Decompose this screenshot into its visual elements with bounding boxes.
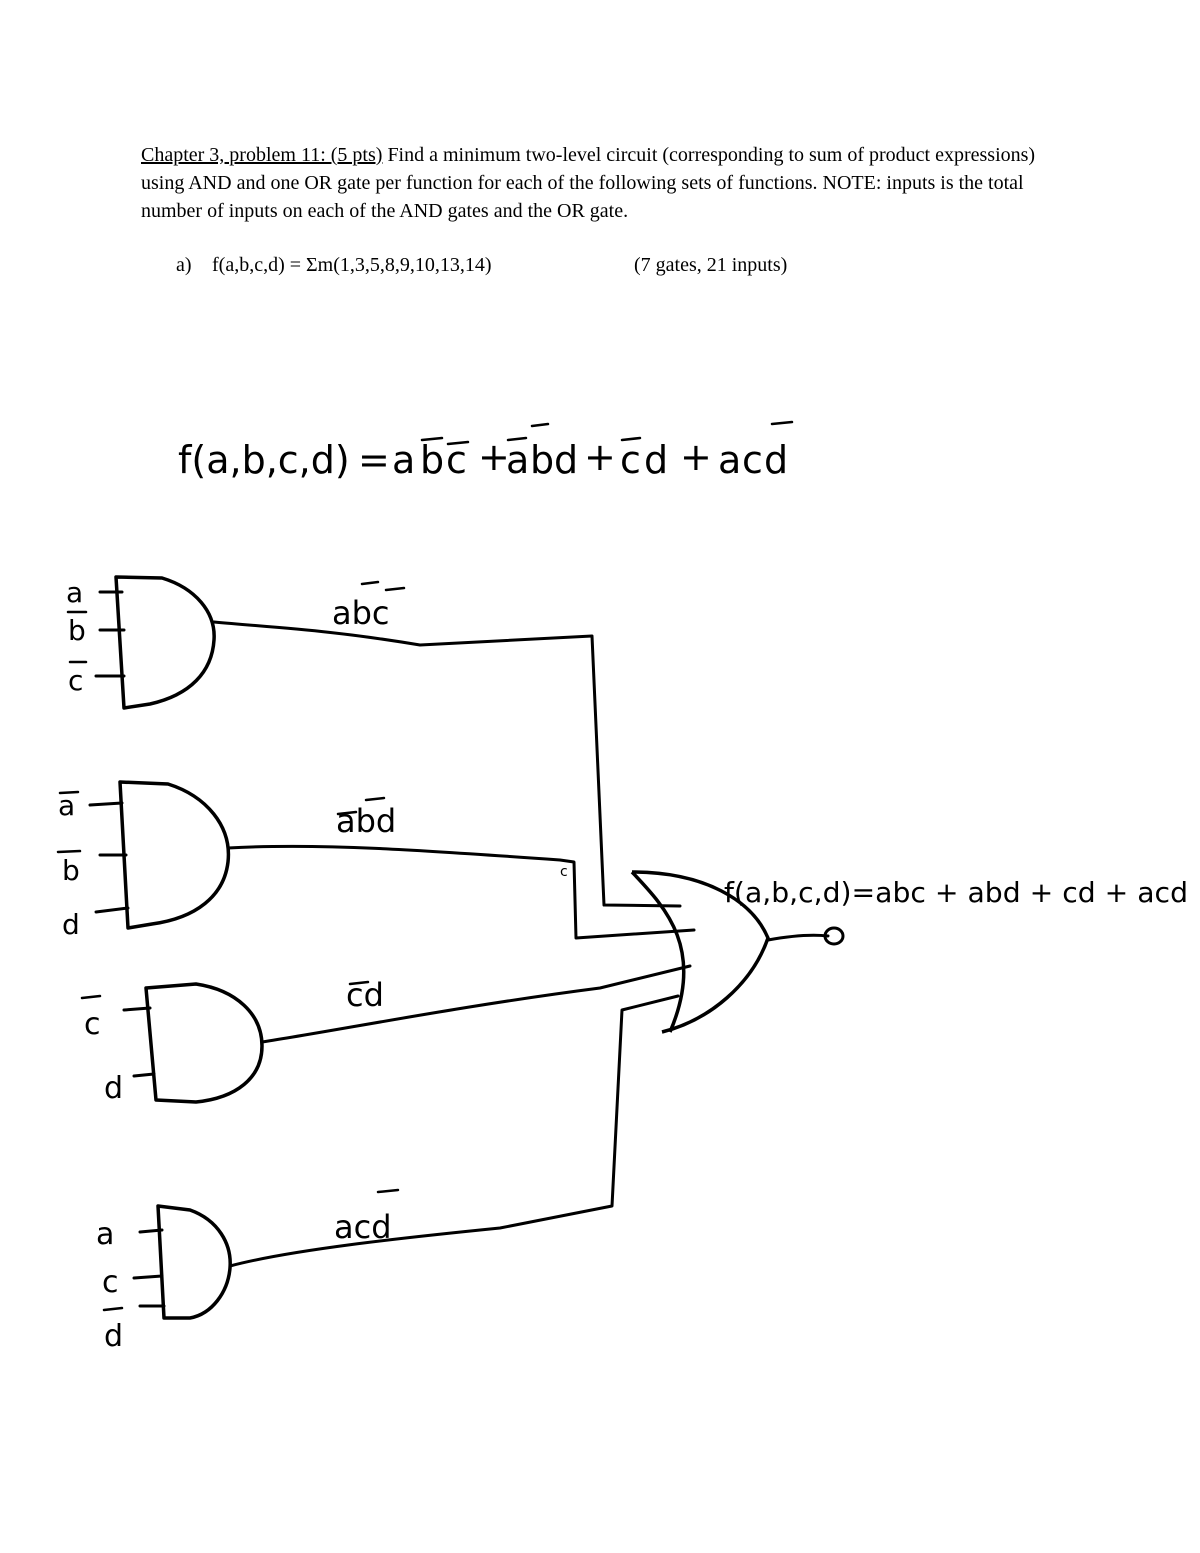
equation-plus: + — [478, 435, 510, 479]
wires — [212, 620, 696, 1268]
wire-label-1: abc — [332, 594, 390, 632]
wire-label-2: abd — [336, 802, 396, 840]
overbar — [620, 436, 642, 442]
term-2-d: d — [554, 438, 578, 482]
term-1-a: a — [392, 438, 415, 482]
problem-statement: Chapter 3, problem 11: (5 pts) Find a mi… — [141, 141, 1071, 225]
or-gate-front-curve — [631, 870, 770, 1034]
overbar — [360, 580, 380, 586]
gate-2-input-d: d — [62, 908, 80, 941]
overbar — [770, 420, 794, 426]
part-a-label: a) — [176, 254, 192, 276]
term-3-c: c — [620, 438, 641, 482]
and-gate-2: a b d — [56, 780, 231, 941]
overbar — [506, 436, 528, 442]
output-expression: f(a,b,c,d)=abc + abd + cd + acd — [724, 876, 1188, 909]
term-4-a: a — [718, 438, 741, 482]
gate-3-input-d: d — [104, 1071, 123, 1106]
gate-1-input-a: a — [66, 576, 83, 609]
overbar — [530, 422, 550, 428]
wire-2 — [226, 844, 696, 940]
gate-1-input-c: c — [68, 664, 83, 697]
wire-1 — [212, 620, 682, 908]
or-gate-back-curve — [630, 870, 686, 1033]
overbar — [364, 796, 386, 802]
overbar — [102, 1306, 124, 1312]
wire-3 — [260, 964, 692, 1044]
term-3-d: d — [644, 438, 668, 482]
wire-labels: abc abd cd acd c — [332, 580, 568, 1246]
overbar — [56, 849, 82, 854]
gate-1-input-b: b — [68, 614, 86, 647]
overbar — [336, 810, 358, 816]
overbar — [376, 1188, 400, 1194]
stray-c: c — [560, 864, 568, 880]
or-output-wire — [766, 933, 830, 942]
equation-lhs: f(a,b,c,d) — [178, 438, 350, 482]
term-1-b: b — [420, 438, 444, 482]
output-terminal-icon — [823, 926, 845, 946]
overbar — [80, 994, 102, 1000]
gate-4-input-d: d — [104, 1319, 123, 1354]
part-a-note: (7 gates, 21 inputs) — [634, 254, 788, 276]
term-1-c: c — [446, 438, 467, 482]
term-4-c: c — [742, 438, 763, 482]
handwritten-equation: f(a,b,c,d) = a b c + a b d + c d + a c d — [178, 420, 794, 482]
gate-3-input-c: c — [84, 1007, 101, 1042]
and-gate-1: a b c — [66, 575, 216, 710]
overbar — [446, 440, 470, 446]
or-gate — [630, 870, 845, 1034]
problem-lead: Chapter 3, problem 11: (5 pts) — [141, 144, 383, 166]
gate-2-input-a: a — [58, 789, 75, 822]
overbar — [348, 980, 370, 986]
problem-text: Find a minimum two-level circuit (corres… — [141, 144, 1036, 222]
overbar — [384, 586, 406, 592]
equation-plus: + — [584, 435, 616, 479]
and-gate-3: c d — [80, 982, 264, 1106]
and-gate-4: a c d — [96, 1204, 232, 1354]
term-2-a: a — [506, 438, 529, 482]
term-2-b: b — [530, 438, 554, 482]
equation-plus: + — [680, 435, 712, 479]
wire-4 — [228, 994, 680, 1268]
output-label: f(a,b,c,d)=abc + abd + cd + acd — [724, 876, 1188, 909]
overbar — [420, 436, 444, 442]
part-a-expression: f(a,b,c,d) = Σm(1,3,5,8,9,10,13,14) — [212, 254, 492, 276]
term-4-d: d — [764, 438, 788, 482]
equation-equals: = — [358, 438, 390, 482]
gate-4-input-a: a — [96, 1217, 114, 1252]
overbar — [58, 790, 80, 795]
gate-4-input-c: c — [102, 1265, 119, 1300]
gate-2-input-b: b — [62, 854, 80, 887]
